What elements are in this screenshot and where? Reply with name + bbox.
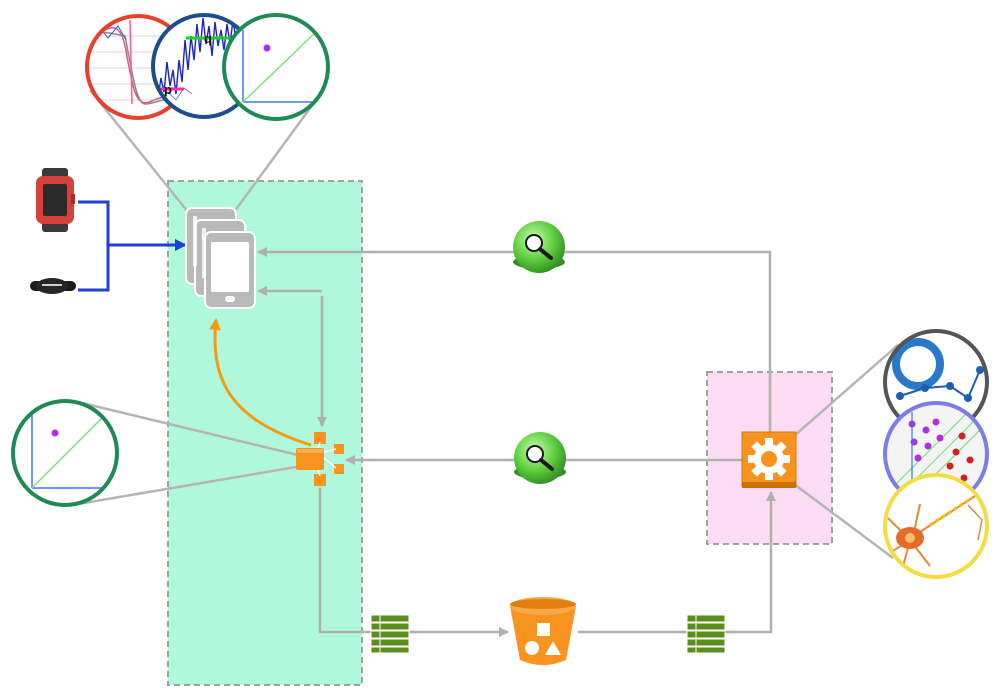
- storage-bucket-icon[interactable]: [510, 597, 576, 665]
- bucket-to-server-path: [578, 491, 776, 634]
- query-icon-middle[interactable]: [514, 432, 566, 484]
- hub-to-bucket-path: [318, 488, 509, 637]
- right-magnifier-cone: [793, 344, 899, 560]
- query-icon-top[interactable]: [513, 221, 565, 273]
- local-inference-hub-icon[interactable]: [296, 432, 344, 486]
- mobile-phones-icon[interactable]: [185, 207, 256, 309]
- magnifier-neuron: [883, 473, 989, 579]
- model-server-icon[interactable]: [741, 431, 797, 488]
- heart-rate-strap-icon[interactable]: [30, 278, 76, 294]
- data-batch-icon-left[interactable]: [370, 614, 410, 654]
- top-magnifier-cone: [89, 89, 324, 213]
- magnifier-label-q: q: [204, 31, 212, 46]
- smartwatch-icon[interactable]: [36, 168, 75, 232]
- magnifier-decision-boundary-top: [222, 13, 330, 121]
- sensor-links: [78, 200, 187, 292]
- local-inference-arrow: [209, 318, 312, 447]
- magnifier-decision-boundary-left: [11, 399, 119, 507]
- query-path-to-phone: [257, 247, 772, 432]
- left-magnifier-cone: [77, 400, 303, 506]
- data-batch-icon-right[interactable]: [686, 614, 726, 654]
- magnifier-label-p: p: [164, 82, 172, 97]
- magnifier-network-graph: [883, 329, 989, 435]
